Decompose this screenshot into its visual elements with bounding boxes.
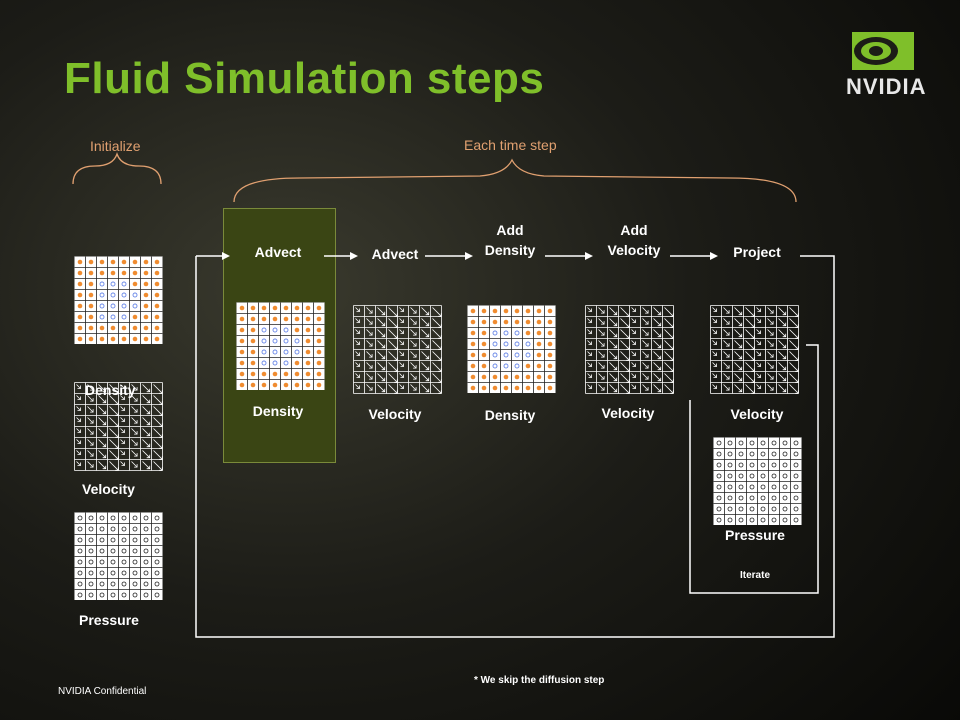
step-add-velocity-label: Velocity xyxy=(601,405,655,421)
step-advect-density-grid xyxy=(236,302,325,390)
step-advect-density-label: Density xyxy=(252,403,304,419)
step-advect-density-title: Advect xyxy=(254,244,302,260)
slide-title: Fluid Simulation steps xyxy=(64,54,545,103)
loop-line xyxy=(195,255,835,638)
nvidia-logo-text: NVIDIA xyxy=(846,74,927,99)
iterate-label: Iterate xyxy=(739,570,770,581)
step-advect-velocity-title: Advect xyxy=(371,246,419,262)
step-add-velocity-title: Add Velocity xyxy=(607,222,661,258)
iterate-bracket xyxy=(689,344,819,594)
step-project-title: Project xyxy=(733,244,781,260)
step-project-velocity-label: Velocity xyxy=(730,406,784,422)
nvidia-eye-icon xyxy=(852,32,914,70)
initial-pressure-grid xyxy=(74,512,163,600)
footer-confidential: NVIDIA Confidential xyxy=(58,686,147,697)
step-project-pressure-label: Pressure xyxy=(725,527,785,543)
phase-each-step-label: Each time step xyxy=(464,137,557,153)
step-advect-velocity-grid xyxy=(353,305,442,394)
initialize-brace xyxy=(72,151,162,185)
each-step-brace xyxy=(233,158,797,203)
footer-note: * We skip the diffusion step xyxy=(474,675,605,686)
initial-density-label: Density xyxy=(85,382,136,398)
initial-density-grid xyxy=(74,256,163,344)
step-add-density-title: Add Density xyxy=(484,222,536,258)
step-advect-velocity-label: Velocity xyxy=(368,406,422,422)
step-add-density-grid xyxy=(467,305,556,393)
step-project-velocity-grid xyxy=(710,305,799,394)
initial-pressure-label: Pressure xyxy=(79,612,139,628)
initial-velocity-grid xyxy=(74,382,163,471)
step-project-pressure-grid xyxy=(713,437,802,525)
initial-velocity-label: Velocity xyxy=(82,481,135,497)
step-add-density-label: Density xyxy=(484,407,536,423)
phase-initialize-label: Initialize xyxy=(90,138,141,154)
step-add-velocity-grid xyxy=(585,305,674,394)
